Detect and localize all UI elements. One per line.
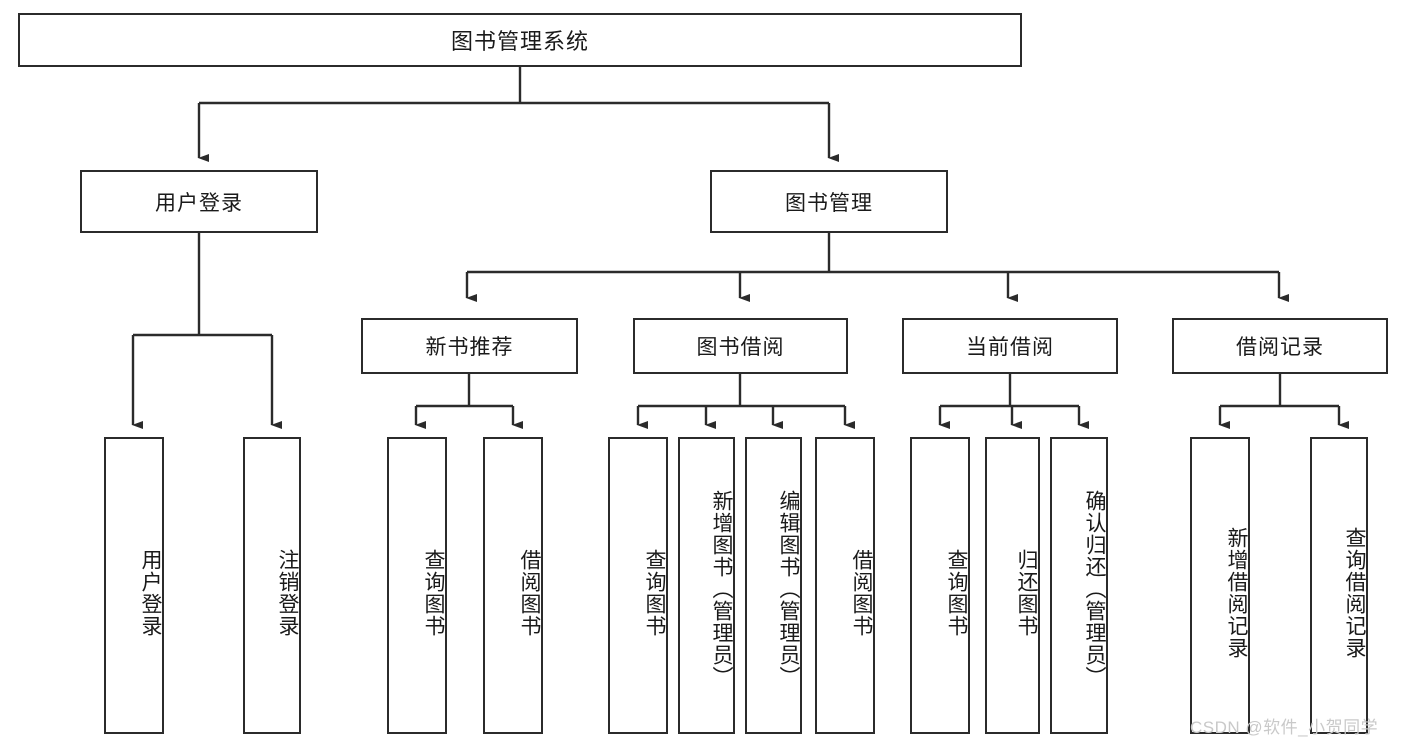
leaf-query-book-2[interactable]: 查询图书 (608, 437, 668, 734)
leaf-return-book[interactable]: 归还图书 (985, 437, 1040, 734)
node-current-borrow[interactable]: 当前借阅 (902, 318, 1118, 374)
node-book-manage[interactable]: 图书管理 (710, 170, 948, 233)
node-borrow-record[interactable]: 借阅记录 (1172, 318, 1388, 374)
node-book-borrow[interactable]: 图书借阅 (633, 318, 848, 374)
node-new-book-recommend[interactable]: 新书推荐 (361, 318, 578, 374)
csdn-watermark: CSDN @软件_小贺同学 (1190, 718, 1379, 737)
leaf-user-login[interactable]: 用户登录 (104, 437, 164, 734)
node-user-login[interactable]: 用户登录 (80, 170, 318, 233)
leaf-borrow-book-1[interactable]: 借阅图书 (483, 437, 543, 734)
leaf-logout-login[interactable]: 注销登录 (243, 437, 301, 734)
leaf-add-record[interactable]: 新增借阅记录 (1190, 437, 1250, 734)
leaf-query-record[interactable]: 查询借阅记录 (1310, 437, 1368, 734)
leaf-query-book-3[interactable]: 查询图书 (910, 437, 970, 734)
leaf-confirm-return[interactable]: 确认归还（管理员） (1050, 437, 1108, 734)
leaf-borrow-book-2[interactable]: 借阅图书 (815, 437, 875, 734)
node-root[interactable]: 图书管理系统 (18, 13, 1022, 67)
leaf-edit-book[interactable]: 编辑图书（管理员） (745, 437, 802, 734)
leaf-add-book[interactable]: 新增图书（管理员） (678, 437, 735, 734)
leaf-query-book-1[interactable]: 查询图书 (387, 437, 447, 734)
